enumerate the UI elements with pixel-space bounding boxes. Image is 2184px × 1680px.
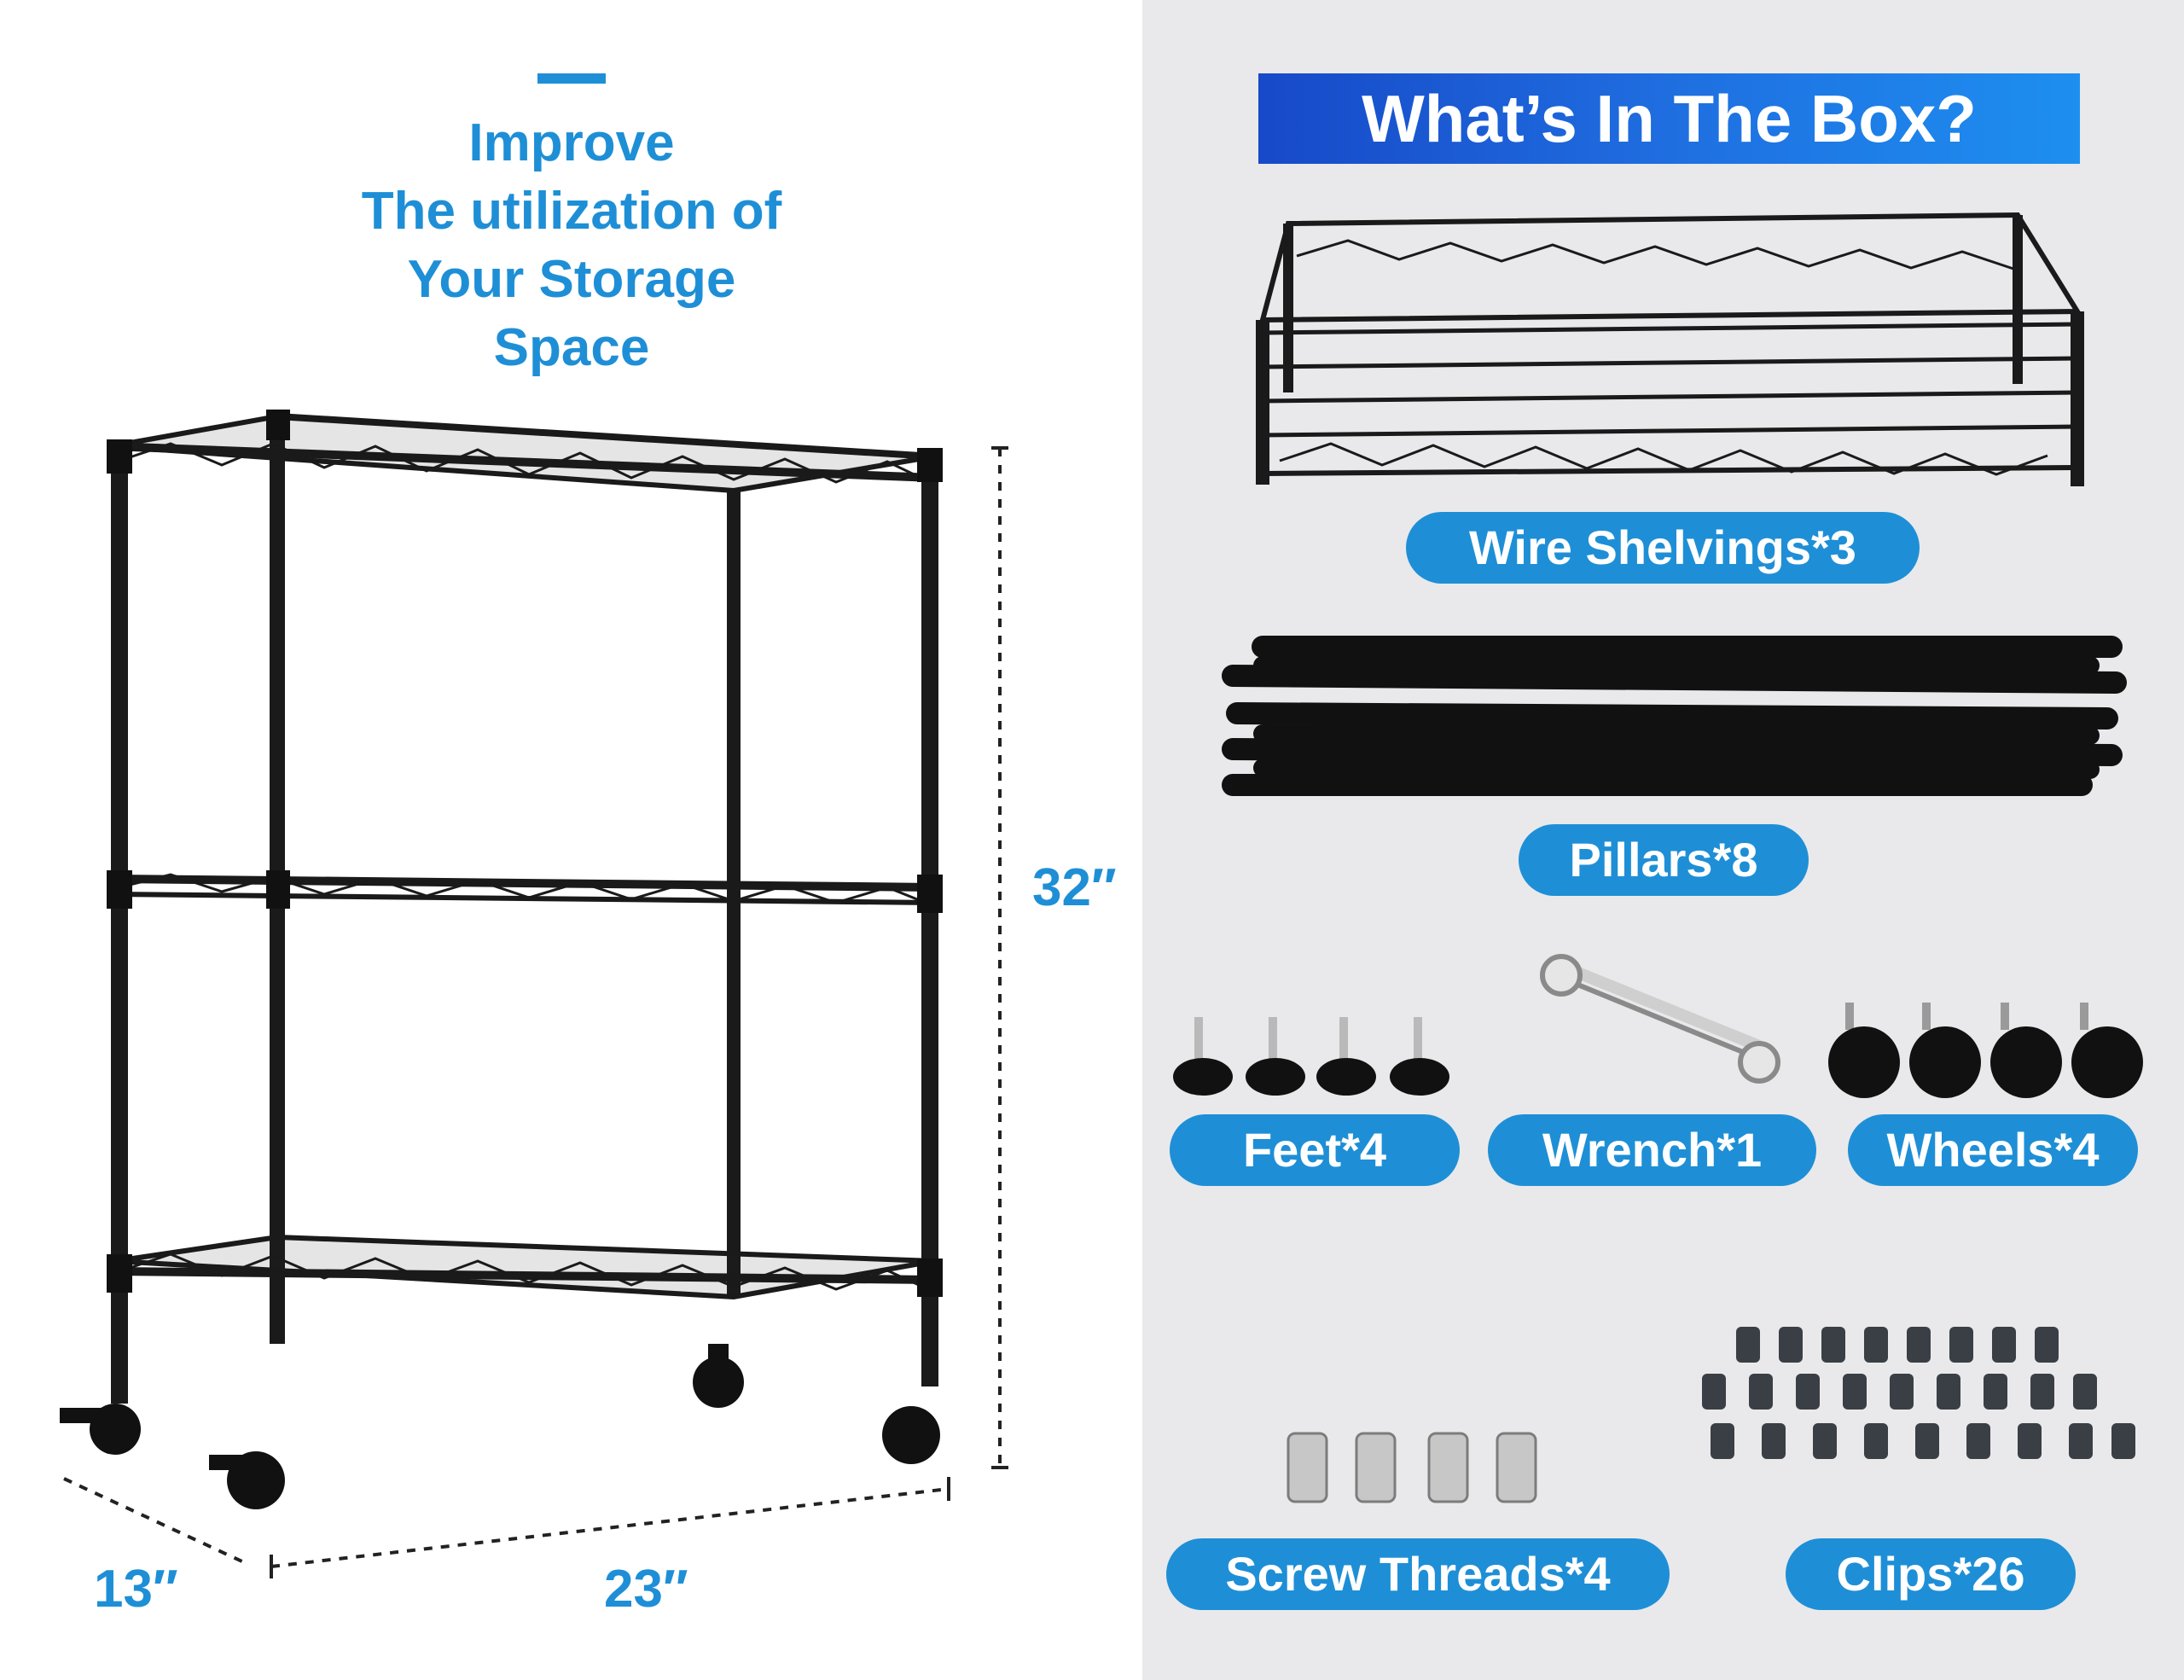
screw-thread-icon	[1287, 1432, 1537, 1503]
whats-in-the-box-title: What’s In The Box?	[1258, 73, 2080, 164]
clips-label: Clips*26	[1786, 1538, 2076, 1610]
wheels-label: Wheels*4	[1848, 1114, 2138, 1186]
headline-line-3: Your Storage	[407, 250, 736, 309]
wire-shelf-stack-icon	[1256, 212, 2084, 486]
pillar-bundle-icon	[1222, 636, 2127, 796]
width-dimension-label: 23″	[604, 1560, 688, 1619]
dimension-lines	[63, 446, 1008, 1578]
wrench-label: Wrench*1	[1488, 1114, 1816, 1186]
screw-threads-label: Screw Threads*4	[1166, 1538, 1670, 1610]
headline: Improve The utilization of Your Storage …	[256, 109, 887, 382]
shelf-clip-icon	[1702, 1327, 2135, 1459]
depth-dimension-label: 13″	[94, 1560, 178, 1619]
leveling-foot-icon	[1173, 1017, 1449, 1096]
height-dimension-label: 32″	[1032, 858, 1117, 917]
feet-label: Feet*4	[1170, 1114, 1460, 1186]
shelving-unit-illustration	[60, 410, 943, 1509]
headline-line-2: The utilization of	[361, 182, 782, 241]
left-panel	[0, 0, 1142, 1680]
headline-line-1: Improve	[468, 113, 675, 172]
wire-shelvings-label: Wire Shelvings*3	[1406, 512, 1920, 584]
wrench-icon	[1540, 954, 1780, 1084]
headline-line-4: Space	[493, 318, 650, 377]
caster-wheel-icon	[1828, 1003, 2143, 1098]
pillars-label: Pillars*8	[1519, 824, 1809, 896]
accent-dash	[537, 73, 606, 84]
